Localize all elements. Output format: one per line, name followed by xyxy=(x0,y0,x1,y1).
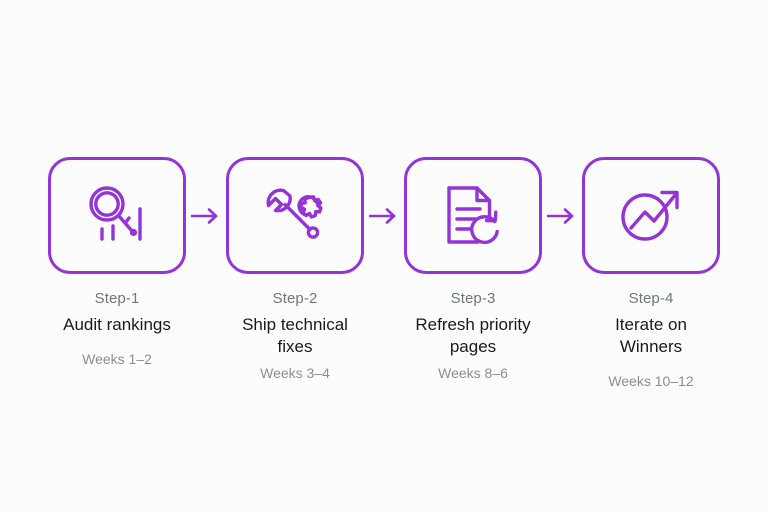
step-title-1: Audit rankings xyxy=(63,315,171,334)
document-refresh-icon xyxy=(436,179,510,253)
wrench-gear-icon xyxy=(258,179,332,253)
step-tag-3: Step-3 xyxy=(450,290,496,307)
arrow-right-icon xyxy=(369,207,399,225)
magnifier-bar-chart-icon xyxy=(80,179,154,253)
step-title-2: Ship technical fixes xyxy=(242,315,348,356)
arrow-right-icon xyxy=(191,207,221,225)
step-tag-4: Step-4 xyxy=(628,290,674,307)
connector-3 xyxy=(542,157,582,274)
step-title-3: Refresh priority pages xyxy=(415,315,531,356)
step-card-2[interactable] xyxy=(226,157,364,274)
step-weeks-4: Weeks 10–12 xyxy=(608,373,694,389)
step-labels: Step-1 Audit rankings Weeks 1–2 Step-2 S… xyxy=(0,289,768,391)
step-card-1[interactable] xyxy=(48,157,186,274)
step-label-3: Step-3 Refresh priority pages Weeks 8–6 xyxy=(404,289,542,383)
step-card-4[interactable] xyxy=(582,157,720,274)
step-label-4: Step-4 Iterate on Winners Weeks 10–12 xyxy=(582,289,720,391)
connector-2 xyxy=(364,157,404,274)
step-weeks-2: Weeks 3–4 xyxy=(260,365,330,381)
step-title-4: Iterate on Winners xyxy=(615,315,687,356)
step-weeks-3: Weeks 8–6 xyxy=(438,365,508,381)
step-label-2: Step-2 Ship technical fixes Weeks 3–4 xyxy=(226,289,364,383)
step-label-1: Step-1 Audit rankings Weeks 1–2 xyxy=(48,289,186,369)
step-tag-1: Step-1 xyxy=(94,290,140,307)
arrow-right-icon xyxy=(547,207,577,225)
trend-arrow-up-icon xyxy=(614,179,688,253)
connector-1 xyxy=(186,157,226,274)
process-flow xyxy=(0,157,768,274)
step-card-3[interactable] xyxy=(404,157,542,274)
step-tag-2: Step-2 xyxy=(272,290,318,307)
step-weeks-1: Weeks 1–2 xyxy=(82,351,152,367)
